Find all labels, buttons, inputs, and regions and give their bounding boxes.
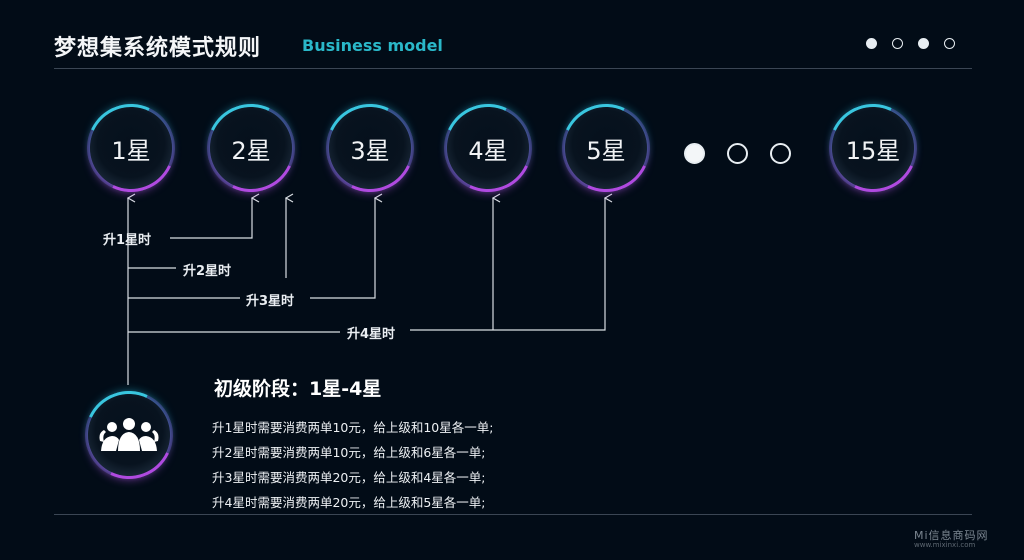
footer-divider [54,514,972,515]
header-divider [54,68,972,69]
slide-pager [866,38,955,49]
pager-dot[interactable] [918,38,929,49]
connector-label-4: 升4星时 [347,327,396,342]
ellipsis-dots [684,143,791,164]
group-icon-orb [88,394,170,476]
star-orb-4: 4星 [447,107,529,189]
star-orb-3: 3星 [329,107,411,189]
connector-label-2: 升2星时 [183,264,232,279]
watermark-line1: Mi信息商码网 [914,529,989,542]
star-label: 3星 [350,136,390,165]
star-label: 4星 [468,136,508,165]
rule-line: 升3星时需要消费两单20元，给上级和4星各一单; [212,470,486,485]
rule-line: 升1星时需要消费两单10元，给上级和10星各一单; [212,420,494,435]
people-group-icon [99,418,159,451]
star-orb-2: 2星 [210,107,292,189]
watermark-line2: www.mixinxi.com [914,541,976,549]
page-subtitle: Business model [302,36,443,55]
rule-line: 升2星时需要消费两单10元，给上级和6星各一单; [212,445,486,460]
page-title: 梦想集系统模式规则 [54,36,262,61]
star-orb-15: 15星 [832,107,914,189]
star-label: 2星 [231,136,271,165]
star-label: 5星 [586,136,626,165]
ellipsis-dot [727,143,748,164]
star-orb-5: 5星 [565,107,647,189]
star-orb-1: 1星 [90,107,172,189]
star-label: 15星 [845,136,901,165]
rule-line: 升4星时需要消费两单20元，给上级和5星各一单; [212,495,486,510]
stage-title: 初级阶段：1星-4星 [214,378,382,400]
pager-dot[interactable] [944,38,955,49]
ellipsis-dot [684,143,705,164]
star-label: 1星 [111,136,151,165]
connector-label-3: 升3星时 [246,294,295,309]
pager-dot[interactable] [866,38,877,49]
connector-label-1: 升1星时 [103,233,152,248]
watermark: Mi信息商码网 www.mixinxi.com [914,527,989,549]
ellipsis-dot [770,143,791,164]
pager-dot[interactable] [892,38,903,49]
